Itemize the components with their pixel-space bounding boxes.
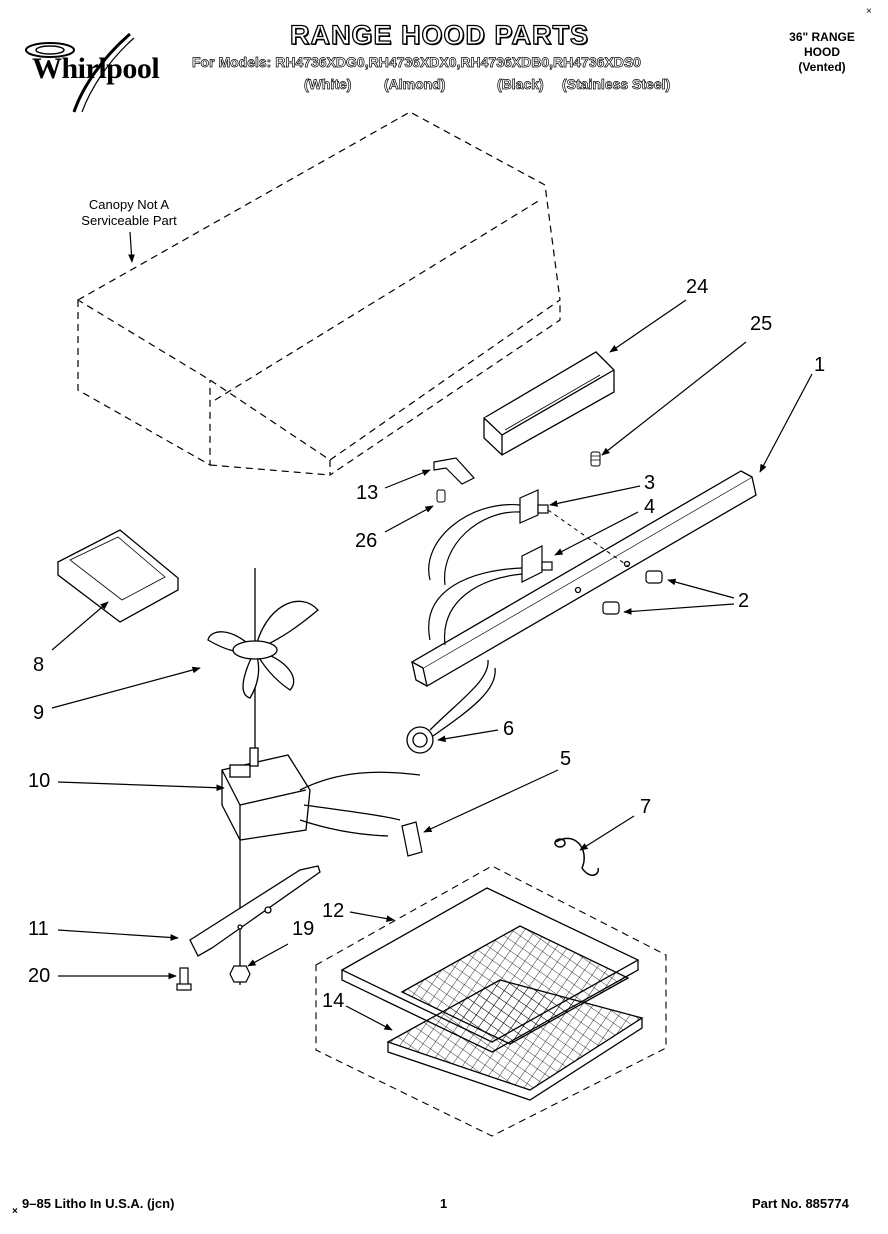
- part-10-motor: [221, 747, 421, 985]
- callout-2: 2: [738, 590, 750, 612]
- callout-11: 11: [28, 918, 49, 940]
- callout-14: 14: [322, 990, 345, 1012]
- hood-type-line: (Vented): [798, 60, 846, 74]
- callout-20: 20: [28, 965, 51, 987]
- canopy-note-line: Canopy Not A: [88, 197, 170, 212]
- callout-26: 26: [355, 530, 378, 552]
- callout-8: 8: [33, 654, 45, 676]
- whirlpool-logo: [12, 28, 172, 118]
- part-2-socket: [602, 570, 663, 615]
- hood-type: 36" RANGE HOOD (Vented): [772, 30, 872, 75]
- callout-13: 13: [356, 482, 379, 504]
- callout-12: 12: [322, 900, 345, 922]
- callout-4: 4: [644, 496, 656, 518]
- part-8-damper: [56, 529, 180, 623]
- callout-6: 6: [503, 718, 515, 740]
- part-5-terminal: [401, 821, 423, 857]
- part-9-fan-blade: [207, 568, 319, 800]
- callout-5: 5: [560, 748, 572, 770]
- part-14-filter: [386, 979, 644, 1101]
- hood-type-line: 36" RANGE: [789, 30, 855, 44]
- variant-white: (White): [304, 76, 352, 93]
- variant-stainless: (Stainless Steel): [562, 76, 671, 93]
- page-title: RANGE HOOD PARTS: [289, 19, 590, 50]
- part-26-screw: [436, 489, 446, 503]
- part-11-bracket: [189, 865, 321, 957]
- callout-19: 19: [292, 918, 315, 940]
- part-20-screw: [176, 967, 192, 991]
- part-6-light-socket: [406, 659, 496, 754]
- callout-25: 25: [750, 313, 773, 335]
- canopy-outline: [76, 111, 561, 477]
- brand-name: Whirlpool: [32, 52, 160, 85]
- variant-black: (Black): [497, 76, 544, 93]
- footer-litho: 9–85 Litho In U.S.A. (jcn): [22, 1196, 175, 1211]
- callout-10: 10: [28, 770, 51, 792]
- part-1-channel: [410, 470, 757, 688]
- callout-3: 3: [644, 472, 656, 494]
- canopy-note-line: Serviceable Part: [81, 213, 177, 228]
- part-13-clip: [433, 457, 475, 485]
- part-19-nut: [229, 965, 251, 983]
- part-7-strain-relief: [554, 837, 599, 876]
- callout-24: 24: [686, 276, 709, 298]
- filter-group-outline: [315, 865, 667, 1137]
- callout-7: 7: [640, 796, 652, 818]
- part-24-bracket: [483, 351, 615, 456]
- variant-almond: (Almond): [384, 76, 446, 93]
- callout-1: 1: [814, 354, 826, 376]
- part-4-switch: [428, 545, 553, 646]
- leader-lines: [51, 231, 813, 1031]
- part-3-switch: [428, 489, 549, 586]
- footer-mark: ×: [12, 1206, 18, 1217]
- canopy-note: Canopy Not A Serviceable Part: [62, 197, 196, 229]
- corner-mark: ×: [866, 6, 872, 17]
- part-25-screw: [590, 451, 601, 467]
- models-line: For Models: RH4736XDG0,RH4736XDX0,RH4736…: [192, 54, 642, 71]
- footer-part-number: Part No. 885774: [752, 1196, 849, 1211]
- callout-9: 9: [33, 702, 45, 724]
- footer-page-number: 1: [440, 1196, 448, 1211]
- hood-type-line: HOOD: [804, 45, 840, 59]
- logo-swirl-icon: [25, 32, 135, 113]
